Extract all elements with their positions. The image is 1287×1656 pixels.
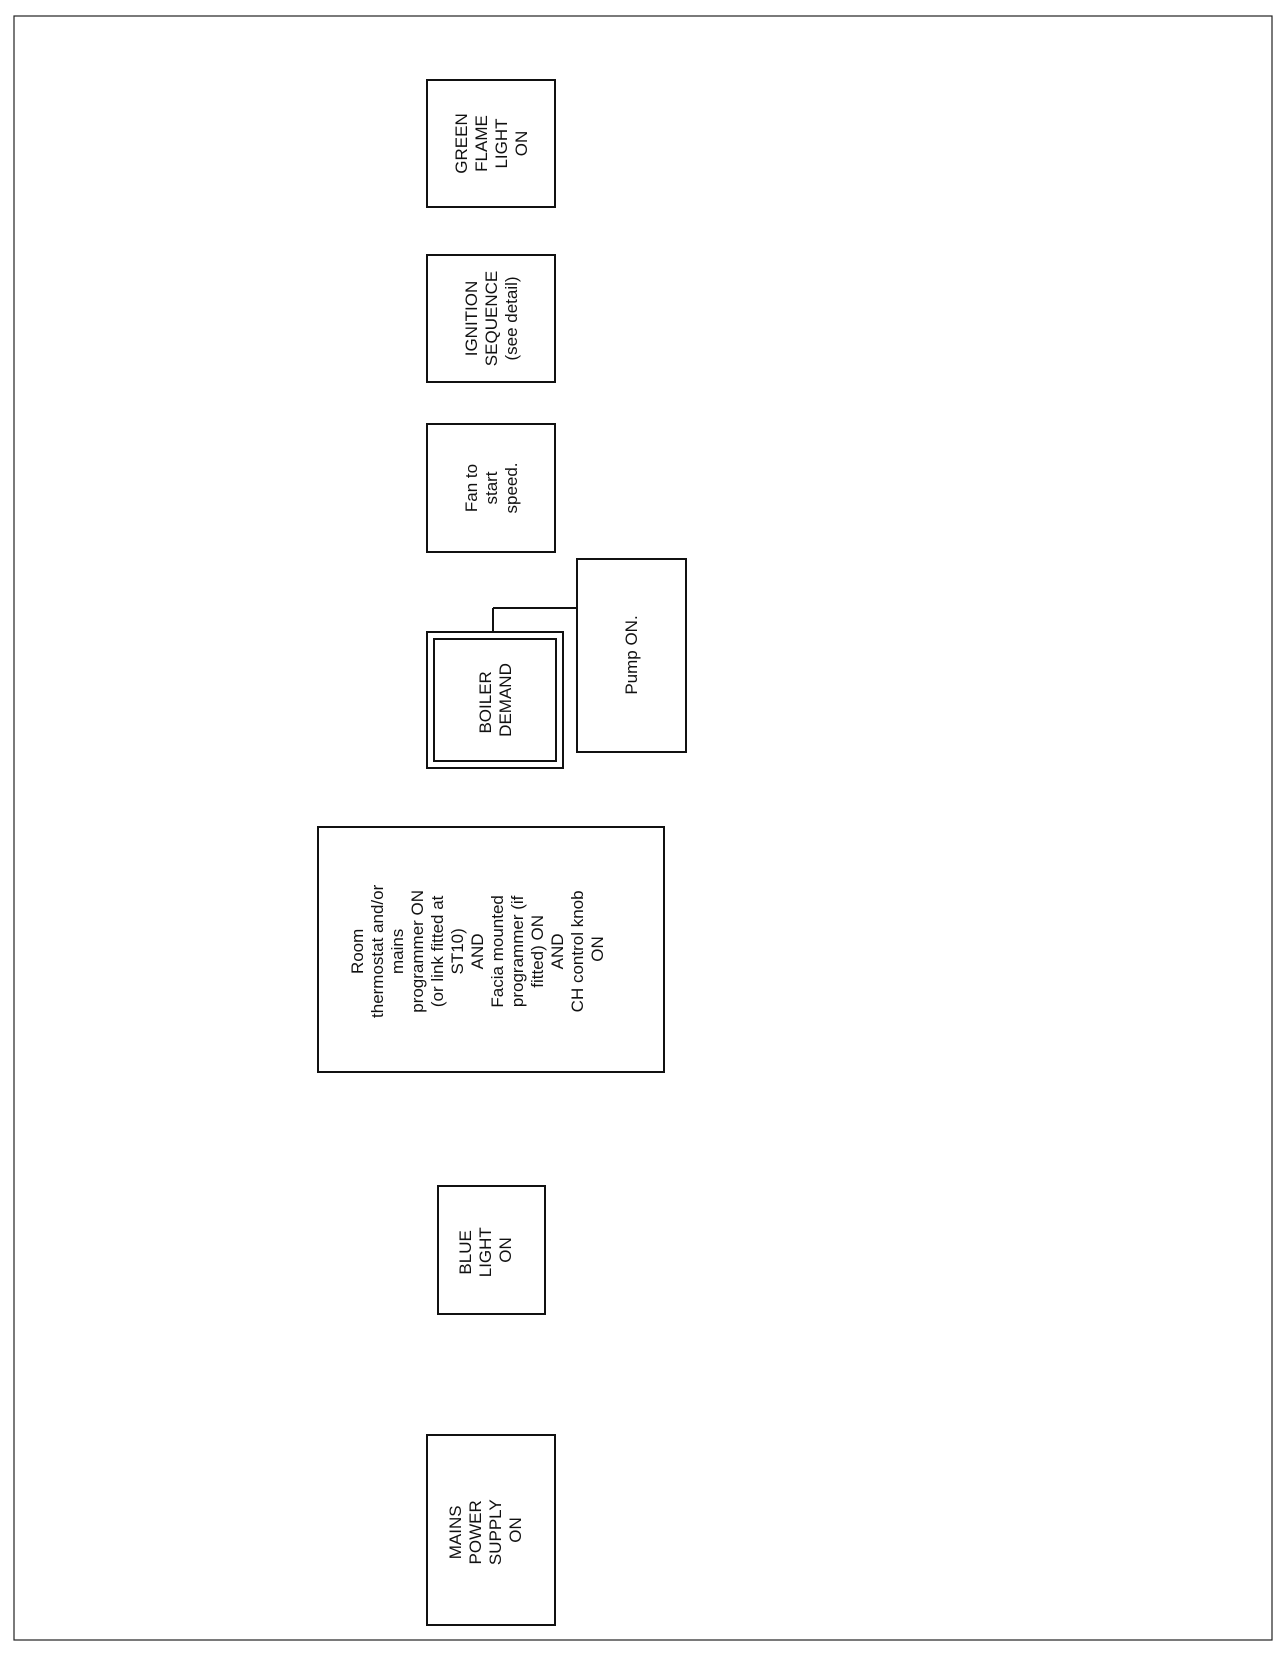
svg-text:MAINS POWER SUPPLY: MAINS POWER SUPPLY ON <box>446 1495 525 1565</box>
node-boiler-demand: BOILER DEMAND <box>426 631 564 769</box>
svg-text:Room thermostat and/or: Room thermostat and/or mains programmer … <box>348 880 607 1018</box>
svg-text:IGNITIONSEQUENCE(see detail): IGNITIONSEQUENCE(see detail) <box>462 271 521 366</box>
svg-text:GREENFLAMELIGHTON: GREENFLAMELIGHTON <box>452 113 531 173</box>
node-blue-light: BLUE LIGHT ON <box>437 1185 546 1315</box>
room-thermostat-line-6: ST10) <box>448 928 467 974</box>
node-green-flame-light-line-2: FLAME <box>472 115 491 172</box>
room-thermostat-line-13: ON <box>588 936 607 962</box>
node-ignition-sequence-detail-line-1: IGNITION <box>462 281 481 357</box>
svg-text:BLUE LIGHT ON: BLUE LIGHT ON <box>456 1223 515 1278</box>
svg-text:Pump ON.: Pump ON. <box>622 615 641 694</box>
node-room-thermostat-conditions: Room thermostat and/or mains programmer … <box>317 826 665 1073</box>
boiler-demand-line-2: DEMAND <box>496 663 515 737</box>
blue-light-line-1: BLUE <box>456 1230 475 1274</box>
room-thermostat-line-7: AND <box>468 933 487 969</box>
pump-on-text: Pump ON. <box>622 615 641 694</box>
node-green-flame-light: GREENFLAMELIGHTON <box>426 79 556 208</box>
room-thermostat-line-10: fitted) ON <box>528 915 547 988</box>
svg-text:Fan tostartspeed.: Fan tostartspeed. <box>462 462 521 513</box>
room-thermostat-line-1: Room <box>348 929 367 974</box>
page-frame <box>13 15 1273 1641</box>
node-ignition-sequence-detail: IGNITIONSEQUENCE(see detail) <box>426 254 556 383</box>
mains-power-line-1: MAINS <box>446 1505 465 1559</box>
mains-power-line-2: POWER <box>466 1500 485 1564</box>
room-thermostat-line-4: programmer ON <box>408 890 427 1013</box>
room-thermostat-line-8: Facia mounted <box>488 895 507 1007</box>
node-fan-start-speed-line-1: Fan to <box>462 464 481 512</box>
room-thermostat-line-11: AND <box>548 933 567 969</box>
room-thermostat-line-3: mains <box>388 929 407 974</box>
node-mains-power-supply: MAINS POWER SUPPLY ON <box>426 1434 556 1626</box>
node-ignition-sequence-detail-line-2: SEQUENCE <box>482 271 501 366</box>
room-thermostat-line-12: CH control knob <box>568 890 587 1012</box>
boiler-demand-line-1: BOILER <box>476 671 495 733</box>
node-fan-start-speed-line-2: start <box>482 471 501 504</box>
room-thermostat-line-5: (or link fitted at <box>428 895 447 1007</box>
blue-light-line-3: ON <box>496 1237 515 1263</box>
blue-light-line-2: LIGHT <box>476 1227 495 1277</box>
node-fan-start-speed: Fan tostartspeed. <box>426 423 556 553</box>
node-pump-on: Pump ON. <box>576 558 687 753</box>
node-fan-start-speed-line-3: speed. <box>502 462 521 513</box>
node-ignition-sequence-detail-line-3: (see detail) <box>502 276 521 360</box>
room-thermostat-line-2: thermostat and/or <box>368 884 387 1018</box>
svg-text:BOILER DEMAND: BOILER DEMAND <box>476 663 515 737</box>
mains-power-line-4: ON <box>506 1517 525 1543</box>
node-green-flame-light-line-3: LIGHT <box>492 118 511 168</box>
room-thermostat-line-9: programmer (if <box>508 895 527 1007</box>
node-green-flame-light-line-1: GREEN <box>452 113 471 173</box>
mains-power-line-3: SUPPLY <box>486 1500 505 1566</box>
node-green-flame-light-line-4: ON <box>512 131 531 157</box>
